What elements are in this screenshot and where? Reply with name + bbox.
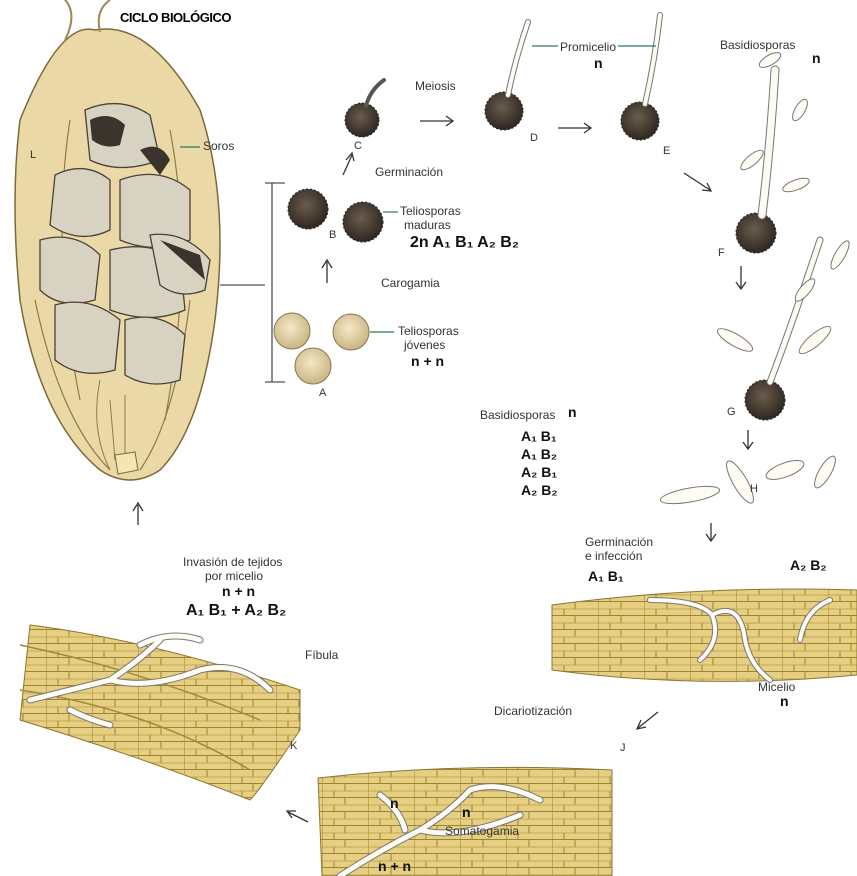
label-somatogamia: Somatogamia bbox=[445, 824, 519, 838]
label-somato-n1: n bbox=[390, 795, 399, 811]
basidiospores-h bbox=[659, 453, 839, 507]
basidium-f bbox=[736, 50, 811, 253]
label-micelio-ploidy: n bbox=[780, 693, 789, 709]
label-teliosporas-maduras-genetics: 2n A₁ B₁ A₂ B₂ bbox=[410, 234, 519, 252]
label-teliosporas-jovenes-2: jóvenes bbox=[404, 338, 445, 352]
label-teliosporas-maduras-1: Teliosporas bbox=[400, 204, 461, 218]
bracket-line bbox=[220, 183, 285, 382]
label-cariogamia: Carogamia bbox=[381, 276, 440, 290]
genotype-3: A₂ B₁ bbox=[521, 464, 557, 481]
stage-letter-c: C bbox=[354, 140, 362, 152]
label-basidiosporas-top: Basidiosporas bbox=[720, 38, 795, 52]
promycelium-e bbox=[621, 15, 660, 140]
tissue-infection bbox=[552, 589, 857, 681]
stage-letter-k: K bbox=[290, 740, 297, 752]
tissue-somatogamy bbox=[318, 767, 612, 876]
label-invasion-2: por micelio bbox=[205, 569, 263, 583]
label-teliosporas-jovenes-1: Teliosporas bbox=[398, 324, 459, 338]
tissue-invasion bbox=[20, 625, 300, 800]
label-micelio: Micelio bbox=[758, 680, 795, 694]
label-soros: Soros bbox=[203, 139, 234, 153]
stage-letter-b: B bbox=[329, 229, 336, 241]
genotype-1: A₁ B₁ bbox=[521, 428, 557, 445]
label-promicelio-ploidy: n bbox=[594, 55, 603, 71]
label-meiosis: Meiosis bbox=[415, 79, 456, 93]
corn-ear-illustration bbox=[15, 0, 220, 480]
label-basidiosporas-mid: Basidiosporas bbox=[480, 408, 555, 422]
label-teliosporas-jovenes-ploidy: n + n bbox=[411, 353, 444, 369]
genotype-4: A₂ B₂ bbox=[521, 482, 558, 499]
label-basidiosporas-top-ploidy: n bbox=[812, 50, 821, 66]
stage-letter-d: D bbox=[530, 132, 538, 144]
label-fibula: Fíbula bbox=[305, 648, 338, 662]
diagram-title: CICLO BIOLÓGICO bbox=[120, 10, 231, 25]
label-infeccion-right: A₂ B₂ bbox=[790, 557, 827, 573]
young-teliospores bbox=[274, 313, 369, 384]
label-germinacion-infeccion-2: e infección bbox=[585, 549, 642, 563]
label-dicariotizacion: Dicariotización bbox=[494, 704, 572, 718]
label-teliosporas-maduras-2: maduras bbox=[404, 218, 451, 232]
stage-letter-g: G bbox=[727, 406, 736, 418]
label-invasion-genetics: A₁ B₁ + A₂ B₂ bbox=[186, 602, 286, 620]
label-invasion-ploidy: n + n bbox=[222, 583, 255, 599]
label-germinacion-infeccion-1: Germinación bbox=[585, 535, 653, 549]
basidium-g bbox=[715, 239, 853, 420]
stage-letter-l: L bbox=[30, 149, 36, 161]
label-invasion-1: Invasión de tejidos bbox=[183, 555, 282, 569]
label-somato-nn: n + n bbox=[378, 858, 411, 874]
germinating-spore-c bbox=[345, 80, 384, 137]
stage-letter-j: J bbox=[620, 742, 626, 754]
stage-letter-a: A bbox=[319, 387, 326, 399]
label-infeccion-left: A₁ B₁ bbox=[588, 568, 624, 584]
label-germinacion: Germinación bbox=[375, 165, 443, 179]
label-somato-n2: n bbox=[462, 804, 471, 820]
label-basidiosporas-mid-ploidy: n bbox=[568, 404, 577, 420]
label-promicelio: Promicelio bbox=[560, 40, 616, 54]
stage-letter-f: F bbox=[718, 247, 725, 259]
stage-letter-h: H bbox=[750, 483, 758, 495]
stage-letter-e: E bbox=[663, 145, 670, 157]
genotype-2: A₁ B₂ bbox=[521, 446, 557, 463]
promycelium-d bbox=[485, 22, 528, 130]
